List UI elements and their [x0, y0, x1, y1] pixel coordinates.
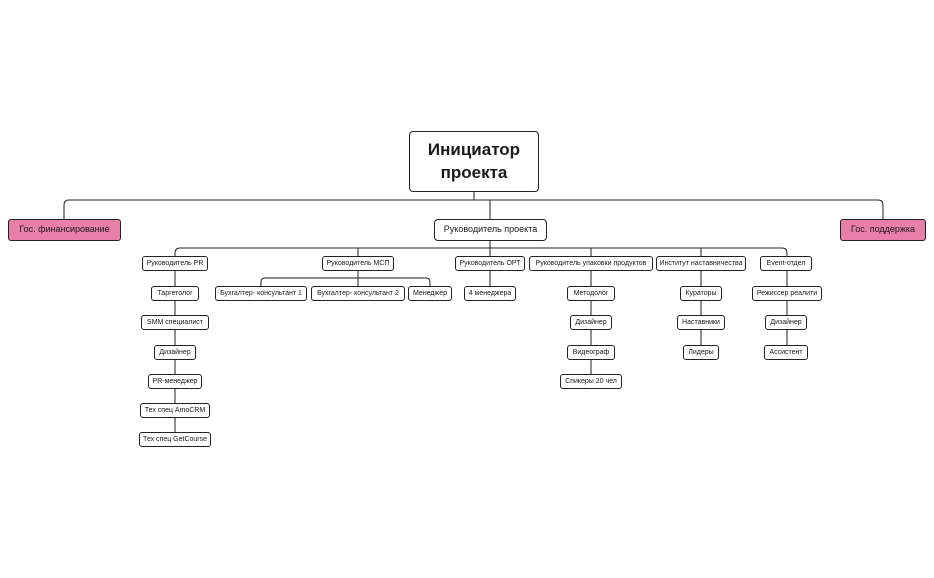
ort-item-node: 4 менеджера [464, 286, 516, 301]
mentoring-item-node: Лидеры [683, 345, 719, 360]
pr-item-node: SMM специалист [141, 315, 209, 330]
pr-item-node: Таргетолог [151, 286, 199, 301]
pr-item-node: PR-менеджер [148, 374, 202, 389]
msp-item-node: Менеджер [408, 286, 452, 301]
event-item-node: Режиссер реалити [752, 286, 822, 301]
msp-head-node: Руководитель МСП [322, 256, 394, 271]
connector-line [260, 277, 431, 286]
mentoring-item-node: Наставники [677, 315, 725, 330]
msp-item-node: Бухгалтер- консультант 2 [311, 286, 405, 301]
packaging-item-node: Спикеры 20 чел [560, 374, 622, 389]
project-manager-node: Руководитель проекта [434, 219, 547, 241]
pr-head-node: Руководитель PR [142, 256, 208, 271]
ort-head-node: Руководитель ОРТ [455, 256, 525, 271]
root-node: Инициатор проекта [409, 131, 539, 192]
packaging-item-node: Видеограф [567, 345, 615, 360]
msp-item-node: Бухгалтер- консультант 1 [215, 286, 307, 301]
connector-line [174, 247, 788, 256]
packaging-item-node: Методолог [567, 286, 615, 301]
gov-funding-node: Гос. финансирование [8, 219, 121, 241]
pr-item-node: Тех спец GetCourse [139, 432, 211, 447]
pr-item-node: Дизайнер [154, 345, 196, 360]
event-item-node: Ассистент [764, 345, 808, 360]
pr-item-node: Тех спец AmoCRM [140, 403, 210, 418]
mentoring-head-node: Институт наставничества [656, 256, 746, 271]
gov-support-node: Гос. поддержка [840, 219, 926, 241]
event-item-node: Дизайнер [765, 315, 807, 330]
packaging-item-node: Дизайнер [570, 315, 612, 330]
connector-line [63, 199, 884, 219]
packaging-head-node: Руководитель упаковки продуктов [529, 256, 653, 271]
event-head-node: Event-отдел [760, 256, 812, 271]
mentoring-item-node: Кураторы [680, 286, 722, 301]
